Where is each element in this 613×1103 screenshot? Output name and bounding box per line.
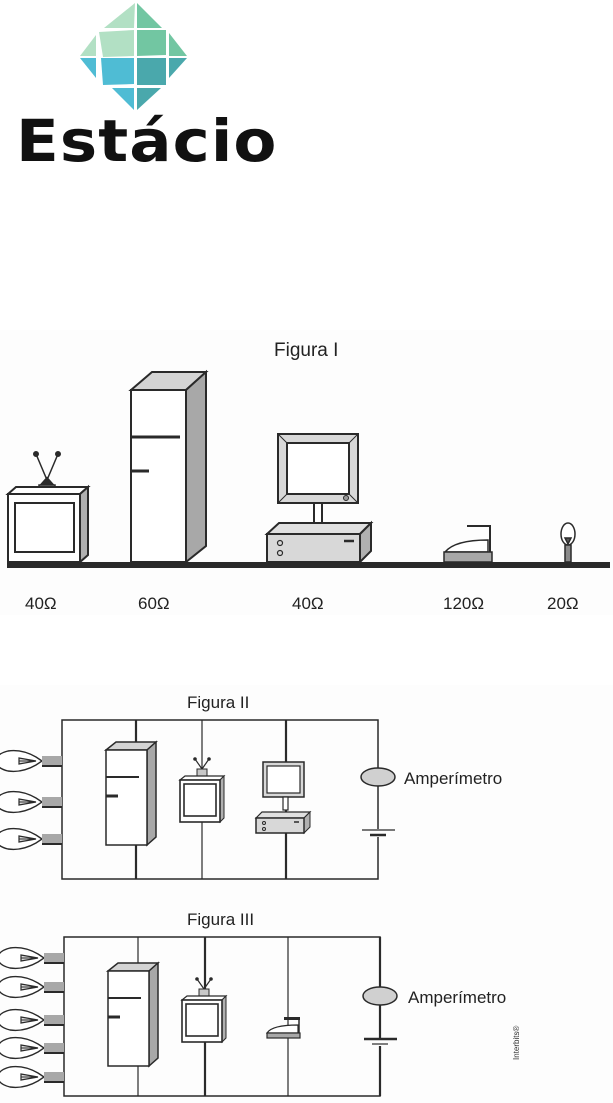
iron-icon (443, 525, 493, 563)
refrigerator-icon (128, 369, 209, 565)
figures-2-3-drawing: Figura II Amper (0, 693, 506, 1097)
lamp-icon (0, 975, 65, 999)
logo-tile (99, 30, 134, 57)
ammeter-icon (362, 986, 398, 1006)
resistance-label: 40Ω (25, 594, 57, 613)
ammeter-label: Amperímetro (404, 769, 502, 788)
logo-tile (80, 35, 96, 56)
lamp-icon (0, 1065, 65, 1089)
logo-tile (137, 88, 161, 110)
logo-tile (137, 3, 162, 28)
lamp-icon (0, 749, 63, 773)
refrigerator-icon (106, 961, 160, 1068)
resistance-label: 20Ω (547, 594, 579, 613)
refrigerator-icon (104, 740, 158, 847)
logo-tile (169, 58, 187, 78)
figure-1-drawing: Figura I (5, 340, 610, 613)
logo-tile (80, 58, 96, 78)
lamps-group-3 (0, 946, 65, 1089)
logo-diamond-icon (80, 2, 188, 110)
logo-tile (112, 88, 134, 110)
figures-2-3: Figura II Amper (0, 685, 613, 1103)
lamp-icon (0, 1036, 65, 1060)
lamp-icon (560, 522, 576, 563)
resistance-label: 60Ω (138, 594, 170, 613)
lamps-group-2 (0, 749, 63, 851)
figure-1: Figura I (0, 330, 613, 615)
resistance-label: 120Ω (443, 594, 484, 613)
figure-2-title: Figura II (187, 693, 249, 712)
logo-tile (137, 58, 166, 85)
ammeter-icon (360, 767, 396, 787)
logo-wordmark: Estácio (16, 107, 278, 175)
ammeter-label: Amperímetro (408, 988, 506, 1007)
logo-tile (169, 33, 187, 56)
lamp-icon (0, 1008, 65, 1032)
lamp-icon (0, 790, 63, 814)
floor-line (7, 562, 610, 568)
battery-icon (361, 829, 395, 837)
tv-icon (5, 451, 91, 565)
battery-icon (363, 1037, 397, 1046)
figure-1-title: Figura I (274, 340, 338, 361)
logo-tile (137, 30, 166, 56)
lamp-icon (0, 827, 63, 851)
logo-tile (101, 58, 134, 85)
computer-icon (254, 761, 312, 835)
computer-icon (264, 433, 374, 565)
watermark: Interbits® (512, 1025, 521, 1060)
iron-icon (265, 1017, 301, 1039)
resistance-label: 40Ω (292, 594, 324, 613)
logo-tile (104, 3, 135, 28)
figure-3-title: Figura III (187, 910, 254, 929)
estacio-logo: Estácio (0, 0, 300, 190)
lamp-icon (0, 946, 65, 970)
